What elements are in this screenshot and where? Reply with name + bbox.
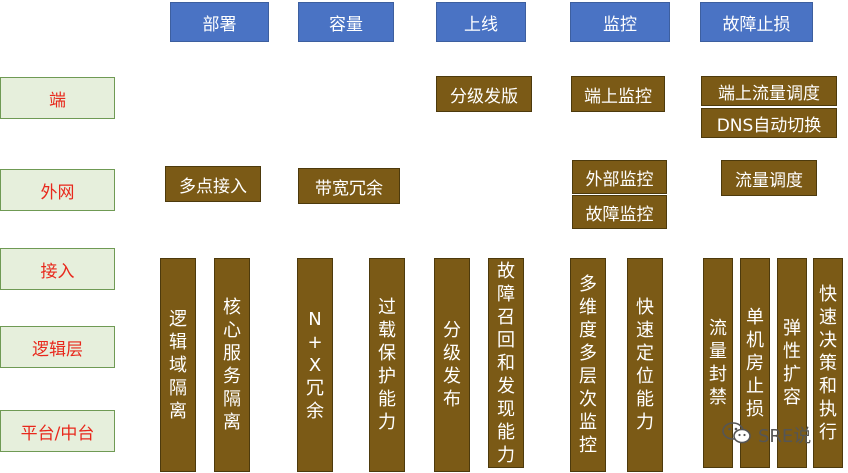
- cell-fast-decision-execution: 快速决策和执行: [813, 258, 843, 468]
- cell-endpoint-monitoring: 端上监控: [571, 76, 665, 112]
- cell-external-monitoring: 外部监控: [572, 160, 667, 194]
- watermark-text: SRE说: [758, 426, 812, 447]
- cell-endpoint-traffic-scheduling: 端上流量调度: [701, 76, 837, 106]
- cell-multipoint-access: 多点接入: [165, 166, 261, 202]
- cell-fault-monitoring: 故障监控: [572, 195, 667, 229]
- cell-overload-protection: 过载保护能力: [369, 258, 405, 472]
- cell-dns-auto-switch: DNS自动切换: [701, 108, 837, 138]
- cell-logic-domain-isolation: 逻辑域隔离: [160, 258, 196, 472]
- cell-traffic-ban: 流量封禁: [703, 258, 733, 468]
- cell-fault-recall-detection: 故障召回和发现能力: [488, 258, 524, 468]
- cell-multi-dimensional-monitoring: 多维度多层次监控: [570, 258, 606, 472]
- column-header-monitor: 监控: [570, 2, 670, 42]
- cell-bandwidth-redundancy: 带宽冗余: [298, 168, 400, 204]
- column-header-launch: 上线: [436, 2, 526, 42]
- column-header-deploy: 部署: [170, 2, 269, 42]
- cell-n-plus-x-redundancy: N+X冗余: [297, 258, 333, 472]
- cell-graded-release: 分级发版: [436, 76, 532, 112]
- wechat-icon: [722, 421, 752, 449]
- row-header-logic: 逻辑层: [0, 326, 115, 368]
- cell-elastic-scaling: 弹性扩容: [777, 258, 807, 468]
- column-header-capacity: 容量: [298, 2, 394, 42]
- cell-graded-publish: 分级发布: [434, 258, 470, 472]
- cell-core-service-isolation: 核心服务隔离: [214, 258, 250, 472]
- row-header-access: 接入: [0, 248, 115, 290]
- cell-fast-locating: 快速定位能力: [627, 258, 663, 472]
- cell-traffic-scheduling: 流量调度: [721, 160, 817, 196]
- row-header-endpoint: 端: [0, 77, 115, 119]
- watermark: SRE说: [722, 421, 811, 449]
- row-header-platform: 平台/中台: [0, 410, 115, 452]
- row-header-external: 外网: [0, 169, 115, 211]
- column-header-stoploss: 故障止损: [700, 2, 813, 42]
